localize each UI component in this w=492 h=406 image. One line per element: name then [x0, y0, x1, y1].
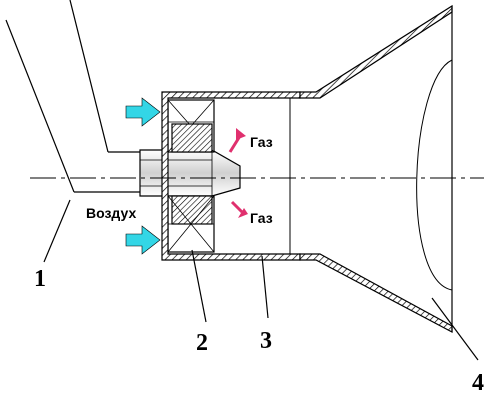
- callout-4: 4: [472, 370, 484, 396]
- gas-arrow-lower: [230, 200, 244, 214]
- air-swirler: [167, 99, 215, 253]
- callout-1: 1: [34, 266, 46, 292]
- gas-outflow-arrows: [228, 128, 248, 218]
- callout-leaders: [43, 199, 479, 361]
- air-supply-pipe: [5, 0, 140, 193]
- diffuser-cone: [299, 4, 453, 333]
- callout-2: 2: [196, 330, 208, 356]
- air-inflow-arrows: [125, 97, 161, 255]
- gas-nozzle: [139, 149, 241, 197]
- gas-label-lower: Газ: [250, 210, 273, 226]
- air-arrow-upper: [125, 97, 161, 127]
- gas-label-upper: Газ: [250, 134, 273, 150]
- air-arrow-lower: [125, 225, 161, 255]
- air-label: Воздух: [86, 205, 136, 221]
- callout-3: 3: [260, 328, 272, 354]
